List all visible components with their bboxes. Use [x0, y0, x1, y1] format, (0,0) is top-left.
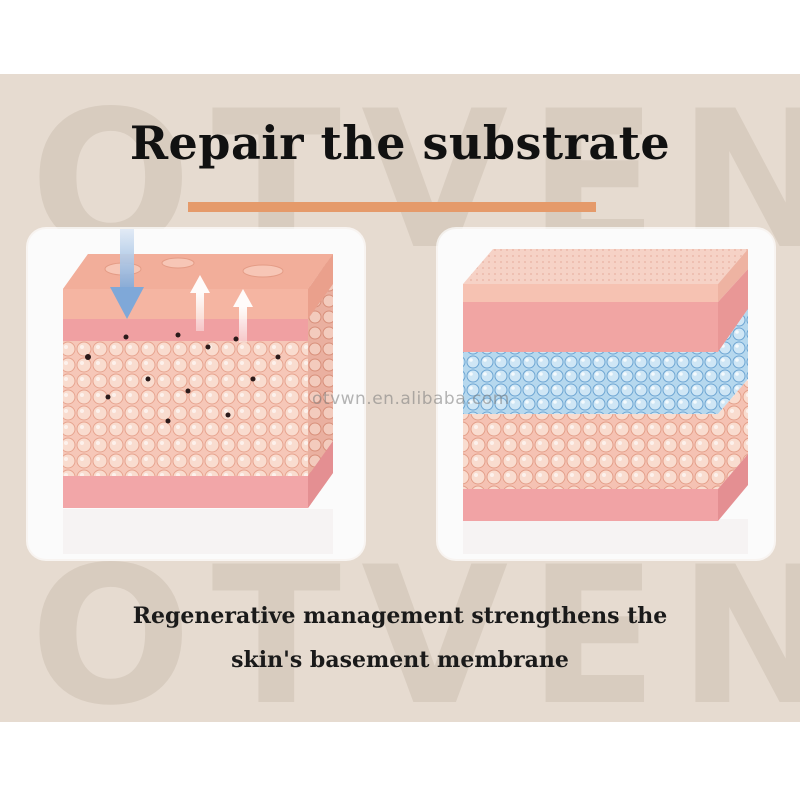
page-title: Repair the substrate: [129, 116, 671, 170]
subtitle: Regenerative management strengthens the …: [0, 594, 800, 682]
skin-before-panel: [28, 229, 364, 559]
arrow-down-icon: [110, 229, 144, 319]
skin-before-illustration: [63, 229, 333, 554]
title-underline: [188, 202, 596, 212]
arrow-up-icon: [190, 275, 253, 343]
skin-after-panel: [438, 229, 774, 559]
banner: OTVEN OTVEN Repair the substrate: [0, 74, 800, 722]
title-block: Repair the substrate: [0, 116, 800, 212]
subtitle-line-1: Regenerative management strengthens the: [132, 603, 668, 629]
subtitle-line-2: skin's basement membrane: [231, 647, 569, 673]
url-watermark: otvwn.en.alibaba.com: [312, 389, 510, 409]
skin-after-illustration: [463, 249, 748, 554]
